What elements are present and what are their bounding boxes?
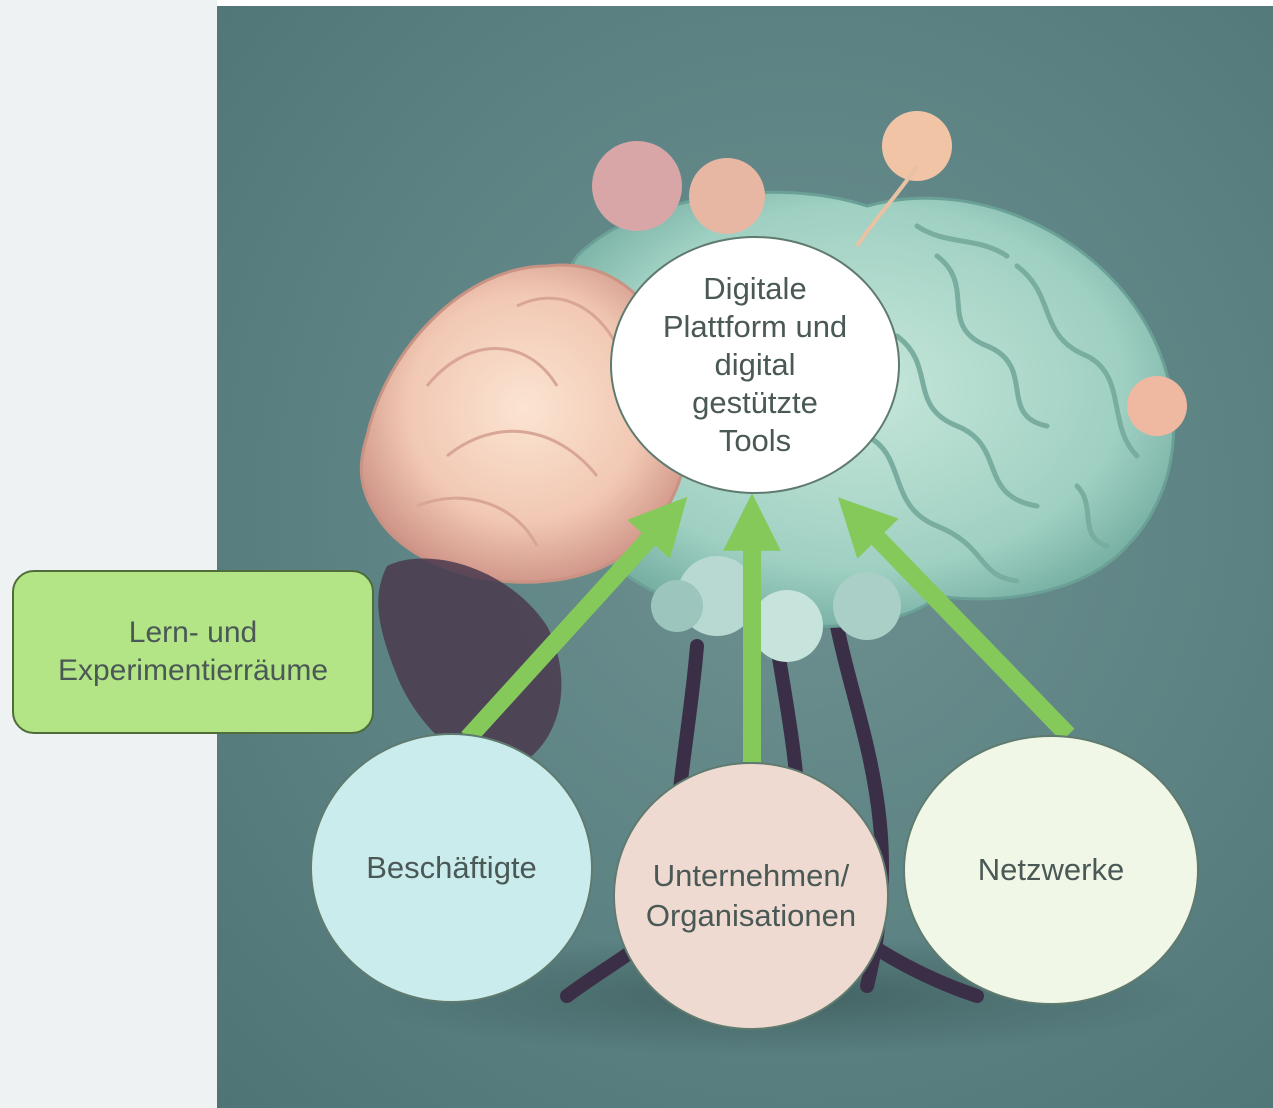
node-beschaeftigte-label: Beschäftigte (366, 850, 537, 885)
center-node-label: Digitale Plattform und digital gestützte… (662, 271, 848, 458)
node-beschaeftigte: Beschäftigte (310, 733, 593, 1003)
node-netzwerke-label: Netzwerke (977, 852, 1125, 887)
top-stem (855, 164, 919, 248)
left-margin-panel (0, 0, 217, 1108)
node-netzwerke: Netzwerke (903, 735, 1199, 1005)
center-node-digital-platform: Digitale Plattform und digital gestützte… (610, 236, 900, 494)
top-strip (217, 0, 1273, 6)
node-unternehmen-label: Unternehmen/ Organisationen (645, 858, 857, 933)
node-unternehmen: Unternehmen/ Organisationen (613, 762, 889, 1030)
learning-space-box: Lern- und Experimentierräume (12, 570, 374, 734)
learning-space-label: Lern- und Experimentierräume (57, 616, 329, 687)
